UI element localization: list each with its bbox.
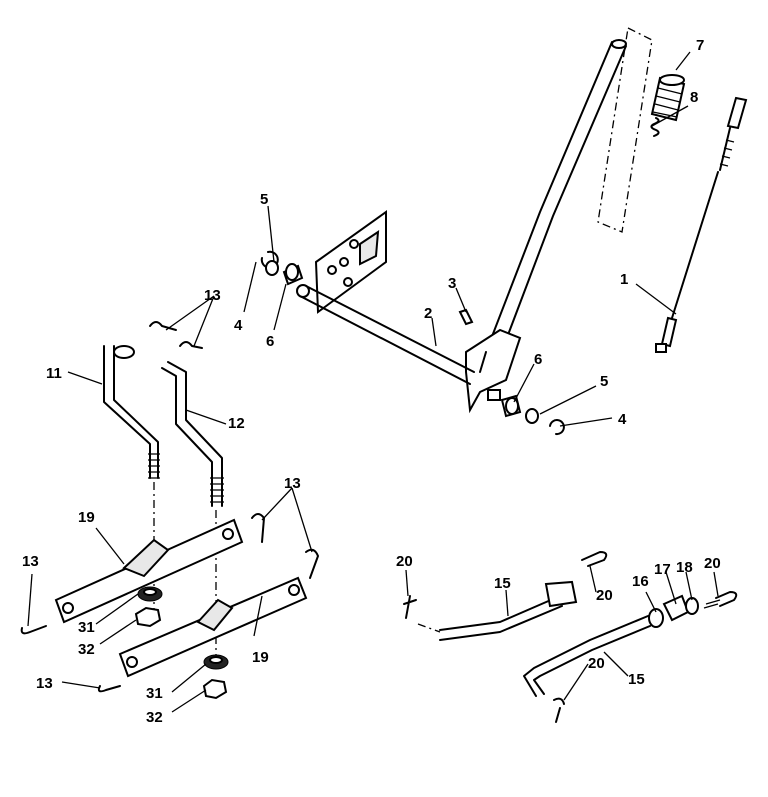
callout-20: 20 xyxy=(396,553,413,570)
nut-32-lower xyxy=(202,678,228,700)
callout-31: 31 xyxy=(146,685,163,702)
grip-outline xyxy=(597,27,653,233)
callout-1: 1 xyxy=(620,271,628,288)
clips-20 xyxy=(403,551,738,723)
callout-20: 20 xyxy=(596,587,613,604)
callout-2: 2 xyxy=(424,305,432,322)
callout-15: 15 xyxy=(494,575,511,592)
callout-20: 20 xyxy=(588,655,605,672)
handle-grip xyxy=(650,74,686,122)
rod-hardware xyxy=(648,594,699,628)
release-rod xyxy=(655,96,748,353)
callout-12: 12 xyxy=(228,415,245,432)
callout-16: 16 xyxy=(632,573,649,590)
callout-13: 13 xyxy=(36,675,53,692)
callout-32: 32 xyxy=(78,641,95,658)
left-bearing-set xyxy=(260,250,304,286)
callout-7: 7 xyxy=(696,37,704,54)
callout-13: 13 xyxy=(284,475,301,492)
callout-4: 4 xyxy=(618,411,627,428)
callout-15: 15 xyxy=(628,671,645,688)
callout-31: 31 xyxy=(78,619,95,636)
callout-4: 4 xyxy=(234,317,243,334)
bushing-31-upper xyxy=(137,586,163,602)
callout-3: 3 xyxy=(448,275,456,292)
cross-shaft xyxy=(296,284,501,401)
callout-8: 8 xyxy=(690,89,698,106)
callout-13: 13 xyxy=(22,553,39,570)
callout-18: 18 xyxy=(676,559,693,576)
roll-pin xyxy=(458,308,474,326)
callout-5: 5 xyxy=(600,373,608,390)
callout-17: 17 xyxy=(654,561,671,578)
callout-5: 5 xyxy=(260,191,268,208)
leader-lines xyxy=(27,51,719,713)
callout-6: 6 xyxy=(534,351,542,368)
right-bearing-set xyxy=(500,394,565,436)
lift-arm-lower xyxy=(118,576,308,678)
lift-link-12 xyxy=(161,361,224,507)
callout-19: 19 xyxy=(78,509,95,526)
lift-link-11 xyxy=(103,345,160,479)
adjustment-rod-left xyxy=(417,580,578,641)
callout-20: 20 xyxy=(704,555,721,572)
callout-11: 11 xyxy=(46,365,62,382)
adjustment-rod-right xyxy=(523,615,651,697)
callout-32: 32 xyxy=(146,709,163,726)
spring xyxy=(650,117,660,137)
nut-32-upper xyxy=(134,606,162,628)
callout-6: 6 xyxy=(266,333,274,350)
lift-arm-upper xyxy=(54,518,244,624)
bushing-31-lower xyxy=(203,654,229,670)
mounting-plate xyxy=(314,210,387,314)
callout-19: 19 xyxy=(252,649,269,666)
lift-lever xyxy=(465,39,627,414)
callout-labels: 1 2 3 4 4 5 5 6 6 7 8 11 12 13 13 13 13 … xyxy=(22,37,721,726)
callout-13: 13 xyxy=(204,287,221,304)
